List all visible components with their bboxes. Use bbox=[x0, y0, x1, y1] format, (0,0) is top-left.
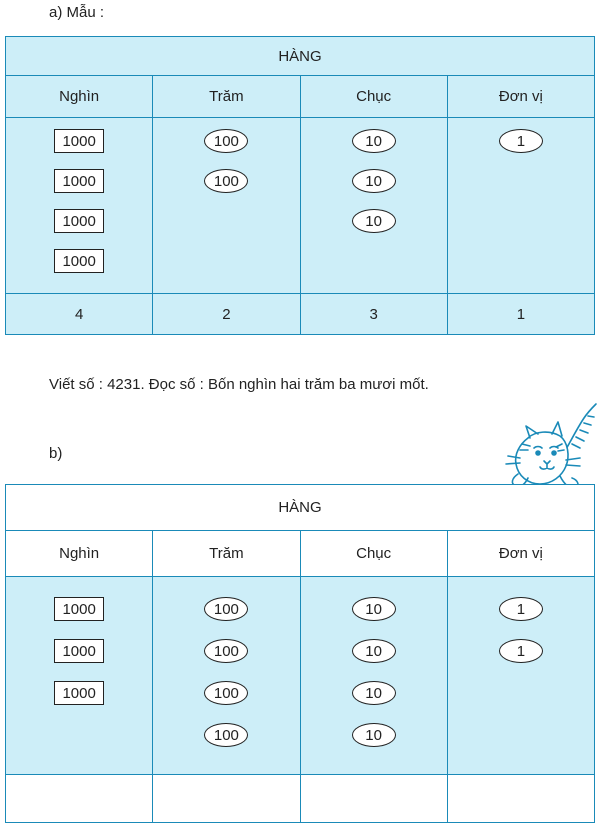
thousand-token: 1000 bbox=[54, 249, 105, 273]
one-token: 1 bbox=[498, 639, 543, 663]
thousand-token: 1000 bbox=[54, 129, 105, 153]
result-thousands: 4 bbox=[4, 293, 154, 335]
ones-tokens-cell: 1 1 bbox=[446, 576, 596, 775]
hundred-token: 100 bbox=[204, 723, 249, 747]
thousand-token: 1000 bbox=[54, 639, 105, 663]
result-hundreds: 2 bbox=[152, 293, 301, 335]
hundred-token: 100 bbox=[204, 169, 249, 193]
ten-token: 10 bbox=[351, 129, 396, 153]
table-header-hang: HÀNG bbox=[5, 36, 595, 76]
place-value-table-example: HÀNG Nghìn Trăm Chục Đơn vị 1000 1000 10… bbox=[4, 36, 596, 335]
place-value-table-exercise: HÀNG Nghìn Trăm Chục Đơn vị 1000 1000 10… bbox=[4, 484, 596, 823]
one-token: 1 bbox=[498, 129, 543, 153]
hundred-token: 100 bbox=[204, 639, 249, 663]
one-token: 1 bbox=[498, 597, 543, 621]
ten-token: 10 bbox=[351, 723, 396, 747]
column-header-thousands: Nghìn bbox=[4, 75, 154, 118]
column-header-ones: Đơn vị bbox=[446, 530, 596, 577]
ten-token: 10 bbox=[351, 597, 396, 621]
table-header-hang: HÀNG bbox=[5, 484, 595, 531]
part-b-label: b) bbox=[49, 445, 63, 462]
thousands-tokens-cell: 1000 1000 1000 1000 bbox=[4, 117, 154, 294]
answer-cell-tens[interactable] bbox=[299, 774, 448, 823]
answer-cell-ones[interactable] bbox=[446, 774, 596, 823]
tens-tokens-cell: 10 10 10 bbox=[299, 117, 448, 294]
thousands-tokens-cell: 1000 1000 1000 bbox=[4, 576, 154, 775]
thousand-token: 1000 bbox=[54, 209, 105, 233]
answer-cell-thousands[interactable] bbox=[4, 774, 154, 823]
thousand-token: 1000 bbox=[54, 597, 105, 621]
column-header-tens: Chục bbox=[299, 75, 448, 118]
example-sentence: Viết số : 4231. Đọc số : Bốn nghìn hai t… bbox=[49, 376, 429, 393]
answer-cell-hundreds[interactable] bbox=[152, 774, 301, 823]
ten-token: 10 bbox=[351, 681, 396, 705]
column-header-hundreds: Trăm bbox=[152, 75, 301, 118]
hundred-token: 100 bbox=[204, 597, 249, 621]
tiger-cat-icon bbox=[505, 403, 597, 504]
hundred-token: 100 bbox=[204, 681, 249, 705]
thousand-token: 1000 bbox=[54, 169, 105, 193]
ones-tokens-cell: 1 bbox=[446, 117, 596, 294]
ten-token: 10 bbox=[351, 639, 396, 663]
column-header-ones: Đơn vị bbox=[446, 75, 596, 118]
column-header-tens: Chục bbox=[299, 530, 448, 577]
column-header-hundreds: Trăm bbox=[152, 530, 301, 577]
column-header-thousands: Nghìn bbox=[4, 530, 154, 577]
ten-token: 10 bbox=[351, 169, 396, 193]
thousand-token: 1000 bbox=[54, 681, 105, 705]
hundreds-tokens-cell: 100 100 bbox=[152, 117, 301, 294]
result-tens: 3 bbox=[299, 293, 448, 335]
part-a-label: a) Mẫu : bbox=[49, 4, 105, 21]
hundreds-tokens-cell: 100 100 100 100 bbox=[152, 576, 301, 775]
hundred-token: 100 bbox=[204, 129, 249, 153]
tens-tokens-cell: 10 10 10 10 bbox=[299, 576, 448, 775]
ten-token: 10 bbox=[351, 209, 396, 233]
result-ones: 1 bbox=[446, 293, 596, 335]
